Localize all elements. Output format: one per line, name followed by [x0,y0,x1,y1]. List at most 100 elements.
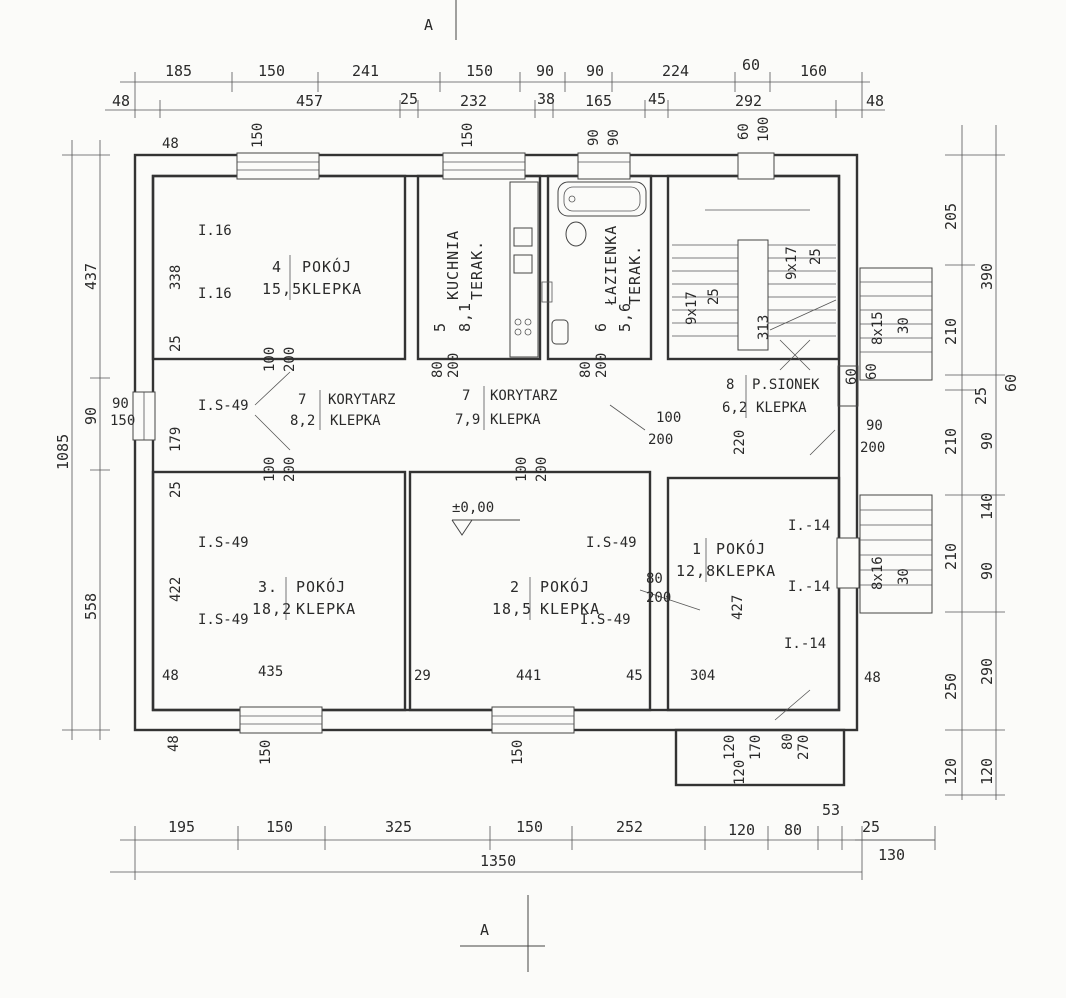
dim-60: 60 [742,56,760,74]
window-top-left [236,152,320,180]
lintel-i16-b: I.16 [198,286,232,302]
top-dimension-lines [105,72,885,118]
dim-door-100-d: 100 [656,410,681,426]
lintel-s49-b: I.S-49 [198,535,249,551]
stair-9x17-b: 9x17 [784,246,800,280]
dim-252: 252 [616,818,643,836]
stair-25-b: 25 [808,248,824,265]
dim-25-right: 25 [972,387,990,405]
dim-25-bottom: 25 [862,818,880,836]
room-8-area: 6,2 [722,400,747,416]
dim-inner-48-bl: 48 [162,668,179,684]
stair-25-a: 25 [706,288,722,305]
stair-8x15: 8x15 [870,311,886,345]
dim-inner-25-a: 25 [168,335,184,352]
dim-door-200-c: 200 [534,457,550,482]
window-top-stair [737,152,775,180]
room-7b-label: 7 KORYTARZ 7,9 KLEPKA [455,388,557,428]
dim-120-right-a: 120 [942,758,960,785]
dim-win-60: 60 [736,123,752,140]
room-4-area: 15,5 [262,280,302,298]
dim-inner-45: 45 [626,668,643,684]
dim-427: 427 [730,595,746,620]
dim-179: 179 [168,427,184,452]
room-2-label: 2 POKÓJ 18,5 KLEPKA [492,577,600,618]
dim-1085: 1085 [54,434,72,470]
lintel-s49-a: I.S-49 [198,398,249,414]
top-dims-row2: 48 457 25 232 38 165 45 292 48 [112,90,884,110]
dim-door-100-c: 100 [514,457,530,482]
dim-win-90-a: 90 [586,129,602,146]
room-7b-number: 7 [462,388,470,404]
room-1-name: POKÓJ [716,539,766,558]
room-1-area: 12,8 [676,562,716,580]
dim-250: 250 [942,673,960,700]
room-3-number: 3. [258,578,278,596]
room-6-number: 6 [592,322,610,332]
dim-120-right-b: 120 [978,758,996,785]
dim-win-90-b: 90 [606,129,622,146]
dim-60-side-b: 60 [844,368,860,385]
dim-150-bottom-b: 150 [516,818,543,836]
room-7a-number: 7 [298,392,306,408]
dim-150-a: 150 [258,62,285,80]
dim-45: 45 [648,90,666,108]
room-3-area: 18,2 [252,600,292,618]
dim-door-100-a: 100 [262,347,278,372]
exterior-stairs-lower [859,494,933,614]
room-2-floor: KLEPKA [540,600,600,618]
lintel-i14-a: I.-14 [788,518,830,534]
room-7a-floor: KLEPKA [330,413,381,429]
room-3-label: 3. POKÓJ 18,2 KLEPKA [252,577,355,618]
section-marker-top-label: A [424,16,434,34]
dim-130: 130 [878,846,905,864]
dim-441: 441 [516,668,541,684]
dim-porch-120-b: 120 [732,760,748,785]
dim-185: 185 [165,62,192,80]
dim-win-150-b: 150 [460,123,476,148]
left-dimension-lines [62,140,110,740]
dim-150-bottom-a: 150 [266,818,293,836]
dim-win-150-d: 150 [510,740,526,765]
room-6-area: 5,6 [616,302,634,332]
stair-30-b: 30 [896,568,912,585]
bathtub-icon [557,181,647,217]
stair-30-a: 30 [896,317,912,334]
dim-inner-48-b: 48 [166,735,182,752]
dim-422: 422 [168,577,184,602]
room-4-name: POKÓJ [302,257,352,276]
sink-icon [565,221,587,247]
window-top-bath [577,152,631,180]
dim-140: 140 [978,493,996,520]
lintel-i14-b: I.-14 [788,579,830,595]
room-4-number: 4 [272,258,282,276]
exterior-stairs-upper [859,267,933,381]
dim-porch-120-a: 120 [722,735,738,760]
room-5-label: 5 KUCHNIA 8,1 TERAK. [431,230,486,332]
dim-325: 325 [385,818,412,836]
dim-door-90-right: 90 [866,418,883,434]
room-7b-floor: KLEPKA [490,412,541,428]
dim-120-bottom: 120 [728,821,755,839]
toilet-icon [551,319,569,345]
dim-door-200-g: 200 [646,590,671,606]
dim-90-right-a: 90 [978,432,996,450]
dim-165: 165 [585,92,612,110]
dim-60-right: 60 [1002,374,1020,392]
label-separators [285,255,747,620]
lintel-s49-d: I.S-49 [586,535,637,551]
dim-29: 29 [414,668,431,684]
section-marker-top: A [424,0,457,40]
dim-inner-48-tl: 48 [162,136,179,152]
room-6-name: ŁAZIENKA [602,225,620,306]
dim-53: 53 [822,801,840,819]
room-7a-label: 7 KORYTARZ 8,2 KLEPKA [290,392,395,429]
dim-inner-25-b: 25 [168,481,184,498]
window-bottom-left [239,706,323,734]
dim-205: 205 [942,203,960,230]
building-walls [133,153,859,787]
dim-220: 220 [732,430,748,455]
dim-door-80-porch: 80 [780,733,796,750]
dim-door-80-b: 80 [578,361,594,378]
